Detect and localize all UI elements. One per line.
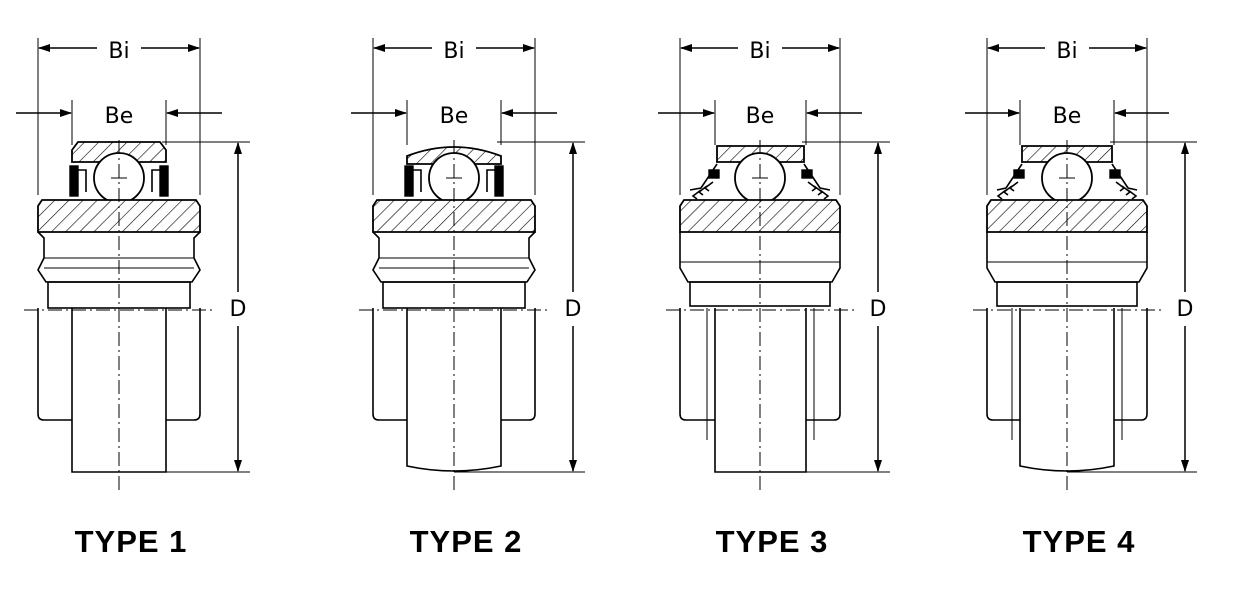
type-title-1: TYPE 1 bbox=[75, 524, 188, 559]
seal-left bbox=[404, 165, 414, 197]
seal-right bbox=[159, 165, 169, 197]
d-label: D bbox=[230, 297, 247, 322]
d-label: D bbox=[870, 297, 887, 322]
shield-right bbox=[151, 169, 160, 192]
shield-left bbox=[413, 169, 422, 192]
flinger-right-2 bbox=[819, 189, 830, 200]
seal-left bbox=[708, 169, 720, 179]
type-title-2: TYPE 2 bbox=[410, 524, 523, 559]
skirt-left bbox=[372, 308, 407, 421]
skirt-left bbox=[679, 308, 715, 421]
skirt-right bbox=[166, 308, 201, 421]
be-label: Be bbox=[105, 104, 134, 129]
flinger-right-2 bbox=[1127, 189, 1138, 200]
ring-flange bbox=[689, 281, 831, 307]
bi-label: Bi bbox=[1056, 39, 1077, 64]
shield-left bbox=[78, 169, 87, 192]
bi-label: Bi bbox=[749, 39, 770, 64]
skirt-right bbox=[501, 308, 536, 421]
flinger-left-2 bbox=[996, 189, 1007, 200]
flinger-left-2 bbox=[691, 189, 702, 200]
seal-left bbox=[1013, 169, 1025, 179]
ring-flange bbox=[996, 281, 1138, 307]
skirt-left bbox=[986, 308, 1020, 421]
seal-right bbox=[801, 169, 813, 179]
type-title-3: TYPE 3 bbox=[716, 524, 829, 559]
be-label: Be bbox=[440, 104, 469, 129]
shield-right bbox=[486, 169, 495, 192]
be-label: Be bbox=[746, 104, 775, 129]
type-title-4: TYPE 4 bbox=[1023, 524, 1136, 559]
bi-label: Bi bbox=[108, 39, 129, 64]
seal-left bbox=[69, 165, 79, 197]
be-label: Be bbox=[1053, 104, 1082, 129]
d-label: D bbox=[1177, 297, 1194, 322]
skirt-right bbox=[806, 308, 841, 421]
seal-right bbox=[1109, 169, 1121, 179]
skirt-right bbox=[1114, 308, 1148, 421]
bi-label: Bi bbox=[443, 39, 464, 64]
skirt-left bbox=[37, 308, 72, 421]
d-label: D bbox=[565, 297, 582, 322]
seal-right bbox=[494, 165, 504, 197]
